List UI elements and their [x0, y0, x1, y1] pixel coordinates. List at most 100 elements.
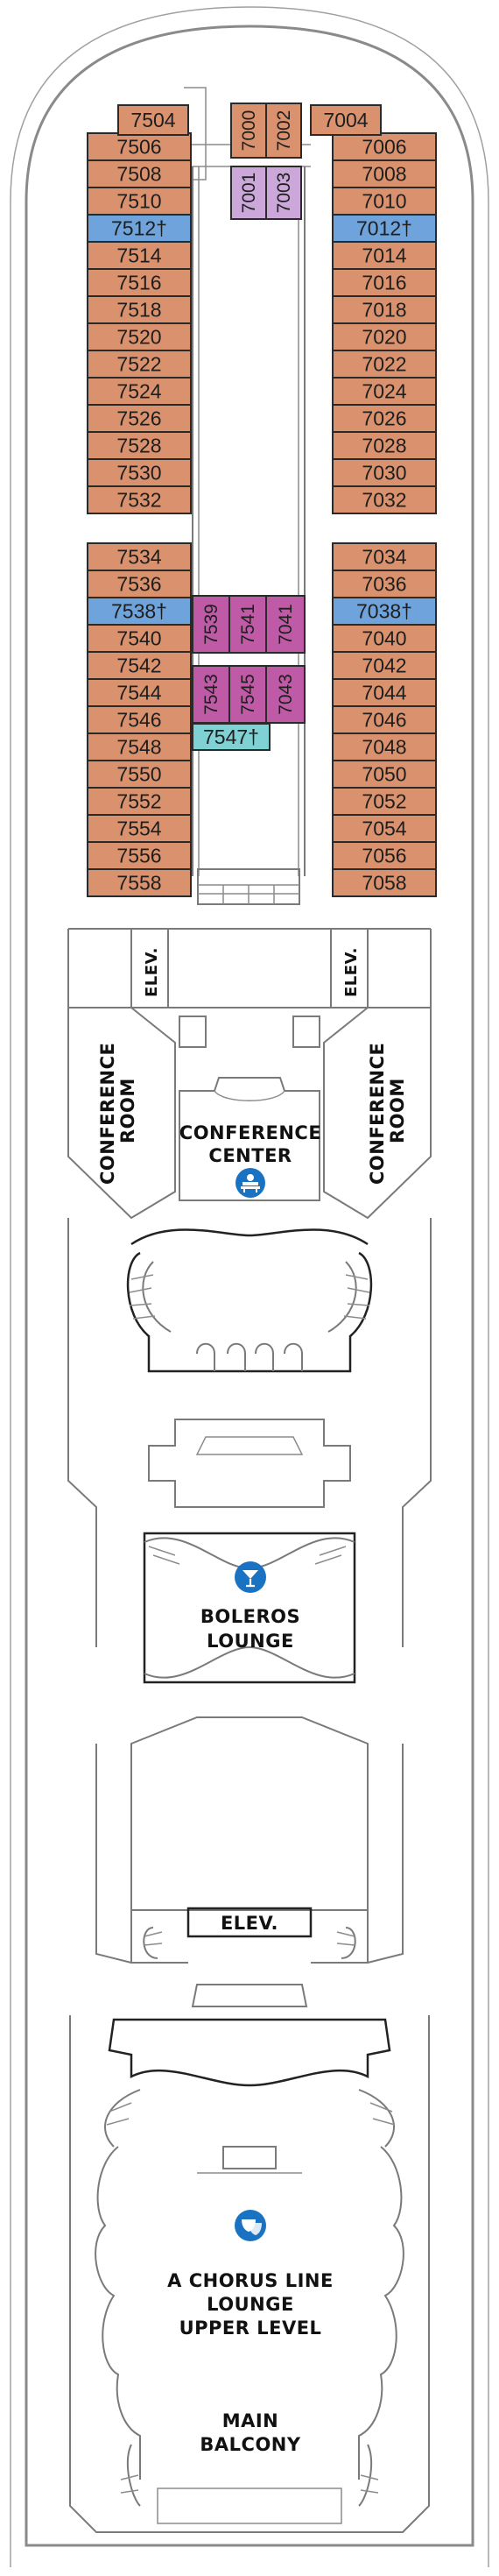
cabin-number: 7012† [356, 217, 412, 240]
cabin-number: 7506 [116, 136, 161, 159]
cabin-7544[interactable]: 7544 [87, 678, 192, 707]
cabin-7052[interactable]: 7052 [332, 787, 437, 816]
cabin-7516[interactable]: 7516 [87, 268, 192, 297]
cabin-7010[interactable]: 7010 [332, 187, 437, 216]
cabin-7528[interactable]: 7528 [87, 431, 192, 460]
cabin-7524[interactable]: 7524 [87, 377, 192, 406]
cabin-7545[interactable]: 7545 [228, 665, 267, 724]
cabin-7004[interactable]: 7004 [310, 104, 382, 136]
cabin-7539[interactable]: 7539 [192, 595, 230, 654]
cabin-7008[interactable]: 7008 [332, 159, 437, 188]
cabin-7026[interactable]: 7026 [332, 404, 437, 433]
cabin-7056[interactable]: 7056 [332, 841, 437, 870]
elevator-left-label: ELEV. [143, 947, 161, 997]
cabin-7546[interactable]: 7546 [87, 705, 192, 734]
cabin-7504[interactable]: 7504 [117, 104, 189, 136]
cabin-7054[interactable]: 7054 [332, 814, 437, 843]
cabin-number: 7548 [116, 736, 161, 759]
cabin-7001[interactable]: 7001 [230, 166, 267, 220]
cabin-7041[interactable]: 7041 [265, 595, 306, 654]
cabin-number: 7556 [116, 845, 161, 867]
cabin-7028[interactable]: 7028 [332, 431, 437, 460]
cabin-box [87, 868, 192, 897]
cabin-7024[interactable]: 7024 [332, 377, 437, 406]
cabin-7000[interactable]: 7000 [230, 103, 267, 159]
cabin-7014[interactable]: 7014 [332, 241, 437, 270]
cabin-number: 7056 [362, 845, 406, 867]
cabin-7012-accessible[interactable]: 7012† [332, 214, 437, 243]
cabin-7512-accessible[interactable]: 7512† [87, 214, 192, 243]
cabin-number: 7542 [116, 655, 161, 677]
cabin-7554[interactable]: 7554 [87, 814, 192, 843]
cabin-7002[interactable]: 7002 [265, 103, 302, 159]
cabin-7506[interactable]: 7506 [87, 132, 192, 161]
cabins-left-forward: 7506750875107512†75147516751875207522752… [87, 132, 192, 514]
cabin-7518[interactable]: 7518 [87, 295, 192, 324]
cabin-box [87, 814, 192, 843]
cabin-7540[interactable]: 7540 [87, 624, 192, 653]
cabin-7556[interactable]: 7556 [87, 841, 192, 870]
cabin-7006[interactable]: 7006 [332, 132, 437, 161]
cabin-number: 7002 [274, 110, 294, 152]
cabin-7543[interactable]: 7543 [192, 665, 230, 724]
cabin-7508[interactable]: 7508 [87, 159, 192, 188]
cabin-number: 7541 [238, 604, 258, 645]
elevator-aft-label: ELEV. [221, 1913, 278, 1934]
cabin-7536[interactable]: 7536 [87, 570, 192, 598]
cabin-7038-accessible[interactable]: 7038† [332, 597, 437, 626]
cabin-7048[interactable]: 7048 [332, 732, 437, 761]
cabin-7030[interactable]: 7030 [332, 458, 437, 487]
cabin-7530[interactable]: 7530 [87, 458, 192, 487]
cabin-7558[interactable]: 7558 [87, 868, 192, 897]
cabin-7022[interactable]: 7022 [332, 350, 437, 379]
cabin-7547-accessible[interactable]: 7547† [192, 723, 271, 751]
cabin-number: 7534 [116, 546, 161, 569]
cabin-7042[interactable]: 7042 [332, 651, 437, 680]
cabin-7548[interactable]: 7548 [87, 732, 192, 761]
cabin-7003[interactable]: 7003 [265, 166, 302, 220]
cabin-7050[interactable]: 7050 [332, 760, 437, 789]
cabin-7046[interactable]: 7046 [332, 705, 437, 734]
cabin-7550[interactable]: 7550 [87, 760, 192, 789]
cabin-number: 7550 [116, 763, 161, 786]
cabin-number: 7034 [362, 546, 406, 569]
chorus-line-label-2: LOUNGE [207, 2294, 294, 2315]
cabin-7514[interactable]: 7514 [87, 241, 192, 270]
cabin-7510[interactable]: 7510 [87, 187, 192, 216]
cabin-7520[interactable]: 7520 [87, 322, 192, 351]
cabin-7020[interactable]: 7020 [332, 322, 437, 351]
cabin-7538-accessible[interactable]: 7538† [87, 597, 192, 626]
cabin-7034[interactable]: 7034 [332, 542, 437, 571]
cabin-box [87, 760, 192, 789]
cabin-7534[interactable]: 7534 [87, 542, 192, 571]
cabin-number: 7546 [116, 709, 161, 732]
cabin-number: 7038† [356, 600, 412, 623]
elevator-section: ELEV. ELEV. [67, 928, 432, 1008]
cabin-7036[interactable]: 7036 [332, 570, 437, 598]
cabin-7040[interactable]: 7040 [332, 624, 437, 653]
cabin-box [265, 166, 302, 220]
cabin-7552[interactable]: 7552 [87, 787, 192, 816]
cabin-7541[interactable]: 7541 [228, 595, 267, 654]
cabin-7522[interactable]: 7522 [87, 350, 192, 379]
cabin-7532[interactable]: 7532 [87, 485, 192, 514]
cabin-7043[interactable]: 7043 [265, 665, 306, 724]
cabin-number: 7036 [362, 573, 406, 596]
cabin-7018[interactable]: 7018 [332, 295, 437, 324]
cabin-box [87, 678, 192, 707]
cabin-7058[interactable]: 7058 [332, 868, 437, 897]
cabin-7044[interactable]: 7044 [332, 678, 437, 707]
cabin-number: 7041 [276, 604, 296, 645]
cabin-box [87, 787, 192, 816]
cabin-number: 7020 [362, 326, 406, 349]
cabin-number: 7001 [239, 173, 259, 214]
cabin-7542[interactable]: 7542 [87, 651, 192, 680]
cabin-number: 7547† [203, 725, 259, 748]
cabin-7526[interactable]: 7526 [87, 404, 192, 433]
cabin-7016[interactable]: 7016 [332, 268, 437, 297]
cabin-7032[interactable]: 7032 [332, 485, 437, 514]
cabin-number: 7026 [362, 407, 406, 430]
cabin-number: 7522 [116, 353, 161, 376]
boleros-lounge: BOLEROS LOUNGE [143, 1532, 356, 1684]
